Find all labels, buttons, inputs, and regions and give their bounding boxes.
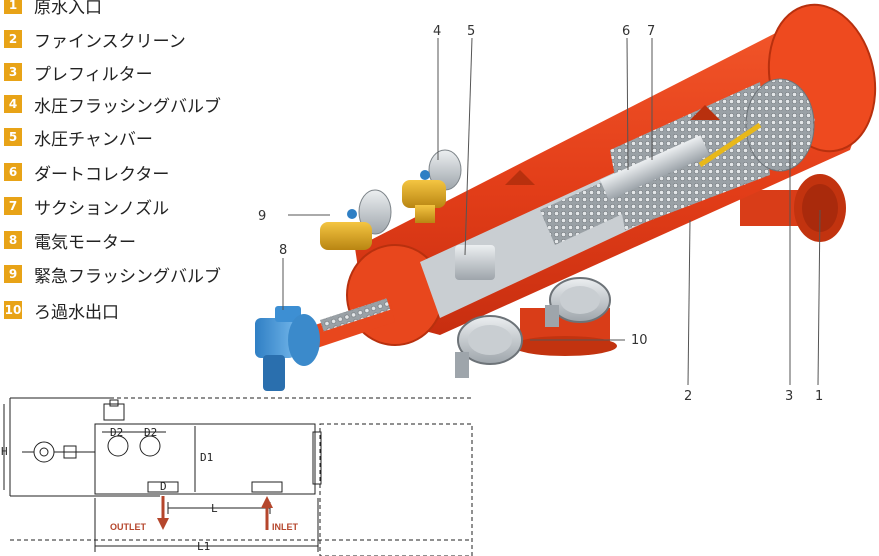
callout-5: 5 (467, 24, 475, 39)
callout-2: 2 (684, 389, 692, 404)
legend-item-2: 2 ファインスクリーン (4, 27, 186, 52)
callout-3: 3 (785, 389, 793, 404)
legend-number-badge: 4 (4, 95, 22, 113)
dim-d2-label: D2 (110, 426, 123, 439)
legend-label: 水圧フラッシングバルブ (34, 96, 221, 117)
dim-h-label: H (1, 445, 8, 458)
outlet-label: OUTLET (110, 522, 146, 532)
legend-label: プレフィルター (34, 64, 153, 85)
hydraulic-flushing-valve (402, 149, 462, 223)
legend-label: ダートコレクター (34, 164, 170, 185)
hydraulic-chamber (455, 245, 495, 280)
legend-label: 水圧チャンバー (34, 129, 153, 150)
legend-number-badge: 1 (4, 0, 22, 14)
legend-number-badge: 5 (4, 128, 22, 146)
cutaway-interior (420, 78, 815, 318)
pipe-clamp (545, 277, 611, 327)
dimension-drawing (3, 397, 473, 556)
legend-item-1: 1 原水入口 (4, 0, 102, 18)
dim-d-label: D (160, 480, 167, 493)
dim-l-label: L (211, 502, 218, 515)
callout-leaders (282, 37, 821, 386)
dirt-collector (600, 135, 710, 201)
legend-item-8: 8 電気モーター (4, 228, 136, 253)
callout-1: 1 (815, 389, 823, 404)
legend-number-badge: 8 (4, 231, 22, 249)
callout-7: 7 (647, 24, 655, 39)
dim-d1-label: D1 (200, 451, 213, 464)
callout-6: 6 (622, 24, 630, 39)
legend-item-6: 6 ダートコレクター (4, 160, 170, 185)
dim-l1-label: L1 (197, 540, 210, 553)
legend-number-badge: 9 (4, 265, 22, 283)
legend-item-4: 4 水圧フラッシングバルブ (4, 92, 221, 117)
legend-item-3: 3 プレフィルター (4, 60, 153, 85)
legend-label: 原水入口 (34, 0, 102, 18)
emergency-flushing-valve (320, 189, 392, 250)
pipe-clamp (455, 315, 523, 378)
legend-item-10: 10 ろ過水出口 (4, 298, 119, 323)
callout-8: 8 (279, 243, 287, 258)
legend-item-9: 9 緊急フラッシングバルブ (4, 262, 221, 287)
legend-label: サクションノズル (34, 198, 170, 219)
motor-shaft (300, 298, 395, 352)
callout-4: 4 (433, 24, 441, 39)
callout-10: 10 (631, 333, 648, 348)
legend-label: 緊急フラッシングバルブ (34, 266, 221, 287)
dim-d2-label: D2 (144, 426, 157, 439)
legend-item-5: 5 水圧チャンバー (4, 125, 153, 150)
legend-label: ろ過水出口 (34, 302, 119, 323)
legend-number-badge: 3 (4, 63, 22, 81)
callout-9: 9 (258, 209, 266, 224)
legend-number-badge: 6 (4, 163, 22, 181)
legend-number-badge: 10 (4, 301, 22, 319)
inlet-flange (740, 174, 846, 242)
inlet-label: INLET (272, 522, 299, 532)
legend-item-7: 7 サクションノズル (4, 194, 170, 219)
legend-number-badge: 2 (4, 30, 22, 48)
legend-label: ファインスクリーン (34, 31, 186, 52)
inlet-arrow (261, 496, 273, 530)
callout-numbers: 4 5 6 7 8 9 10 2 3 1 (258, 24, 823, 404)
legend-label: 電気モーター (34, 232, 136, 253)
outlet-arrow (157, 496, 169, 530)
electric-motor (255, 306, 320, 391)
legend-number-badge: 7 (4, 197, 22, 215)
